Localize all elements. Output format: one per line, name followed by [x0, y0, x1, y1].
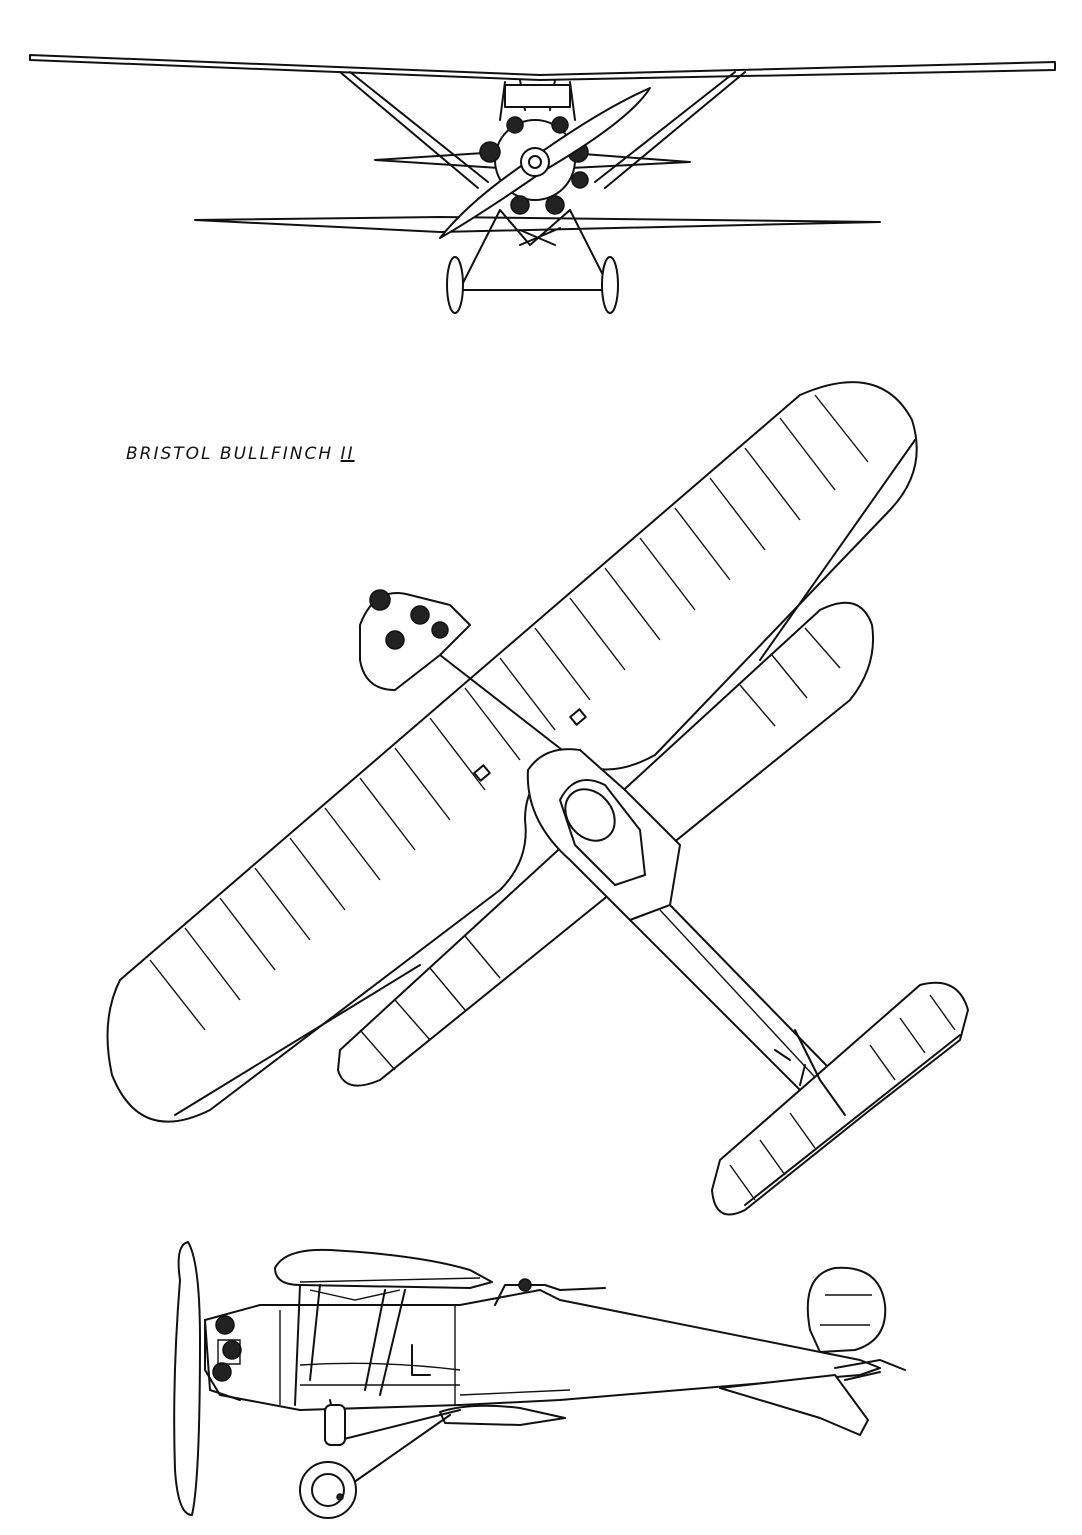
- side-view: [174, 1242, 905, 1518]
- tailplane-ribs: [730, 995, 955, 1200]
- lower-wing-ribs: [360, 628, 840, 1070]
- plan-view: [108, 382, 969, 1214]
- aircraft-mark: II: [340, 444, 355, 464]
- upper-wing-ribs: [150, 395, 868, 1030]
- drawing-title: BRISTOL BULLFINCH II: [126, 444, 355, 464]
- aircraft-name: BRISTOL BULLFINCH: [126, 444, 334, 464]
- front-view: [30, 55, 1055, 313]
